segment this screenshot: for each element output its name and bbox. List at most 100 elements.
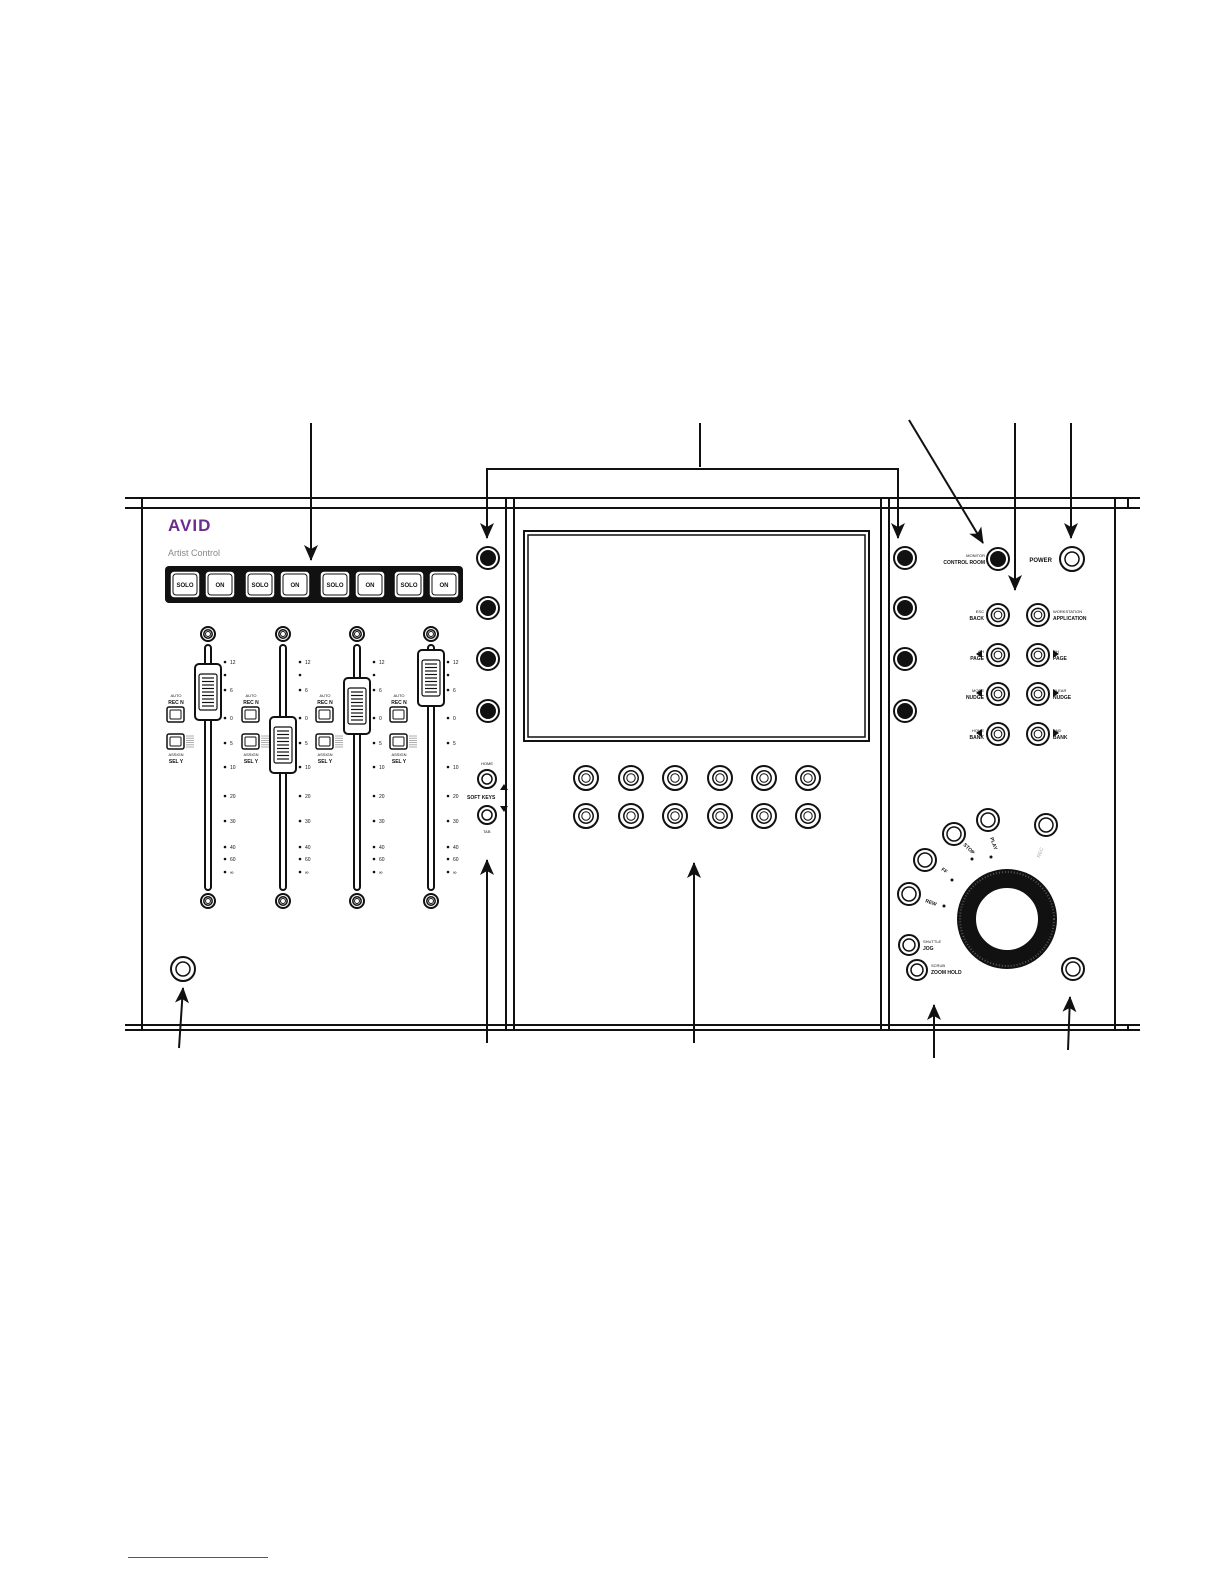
scale-dot [372, 794, 376, 798]
on-button-1[interactable]: ON [204, 570, 236, 599]
scale-dot [298, 870, 302, 874]
fader-top-knob-3[interactable] [349, 626, 365, 642]
nav-left-button-3[interactable] [986, 682, 1010, 706]
power-label: POWER [1029, 558, 1052, 564]
scale-dot [446, 819, 450, 823]
display-right-knob-3[interactable] [893, 647, 917, 671]
scale-dot [372, 870, 376, 874]
stop-button[interactable] [942, 822, 966, 846]
solo-button-1[interactable]: SOLO [169, 570, 201, 599]
fader-top-knob-1[interactable] [200, 626, 216, 642]
fader-cap-3[interactable] [343, 677, 371, 735]
soft-keys-up-button[interactable] [477, 769, 497, 789]
auto-small-label: AUTO [170, 693, 181, 698]
display-left-knob-1[interactable] [476, 546, 500, 570]
fader-cap-2[interactable] [269, 716, 297, 774]
sel-button-4[interactable] [389, 733, 408, 750]
encoder-bottom-5[interactable] [751, 803, 777, 829]
control-room-button[interactable] [986, 547, 1010, 571]
callout-arrow-control-room [908, 419, 984, 544]
rec-button-3[interactable] [315, 706, 334, 723]
scale-dot [372, 765, 376, 769]
fader-bottom-knob-3[interactable] [349, 893, 365, 909]
fader-bottom-knob-1[interactable] [200, 893, 216, 909]
scale-dot [223, 673, 227, 677]
nav-left-button-2[interactable] [986, 643, 1010, 667]
scale-label: 12 [453, 660, 459, 666]
display-left-knob-2[interactable] [476, 596, 500, 620]
solo-button-3[interactable]: SOLO [319, 570, 351, 599]
display-left-knob-3[interactable] [476, 647, 500, 671]
scale-dot [446, 870, 450, 874]
encoder-top-4[interactable] [707, 765, 733, 791]
fader-bottom-knob-4[interactable] [423, 893, 439, 909]
encoder-bottom-4[interactable] [707, 803, 733, 829]
power-button[interactable] [1059, 546, 1085, 572]
nav-right-button-3[interactable] [1026, 682, 1050, 706]
arrow-right-icon [1053, 689, 1059, 697]
encoder-top-2[interactable] [618, 765, 644, 791]
transport-extra-button[interactable] [1061, 957, 1085, 981]
fader-top-knob-4[interactable] [423, 626, 439, 642]
encoder-top-3[interactable] [662, 765, 688, 791]
scale-dot [372, 741, 376, 745]
encoder-top-1[interactable] [573, 765, 599, 791]
solo-label: SOLO [251, 583, 268, 589]
touchscreen[interactable] [523, 530, 870, 742]
fader-cap-1[interactable] [194, 663, 222, 721]
scale-dot [372, 660, 376, 664]
nav-right-small-label: WORKSTATION [1053, 609, 1082, 614]
rew-button[interactable] [897, 882, 921, 906]
rec-button-4[interactable] [389, 706, 408, 723]
display-right-knob-4[interactable] [893, 699, 917, 723]
play-button[interactable] [976, 808, 1000, 832]
on-button-4[interactable]: ON [428, 570, 460, 599]
display-left-knob-4[interactable] [476, 699, 500, 723]
nav-right-button-4[interactable] [1026, 722, 1050, 746]
ff-button[interactable] [913, 848, 937, 872]
encoder-top-6[interactable] [795, 765, 821, 791]
rec-button[interactable] [1034, 813, 1058, 837]
nav-right-small-label: END [1053, 728, 1062, 733]
solo-button-2[interactable]: SOLO [244, 570, 276, 599]
rec-button-2[interactable] [241, 706, 260, 723]
sel-button-3[interactable] [315, 733, 334, 750]
solo-on-bar [165, 566, 463, 603]
shuttle-jog-button[interactable] [898, 934, 920, 956]
solo-button-4[interactable]: SOLO [393, 570, 425, 599]
sel-button-2[interactable] [241, 733, 260, 750]
fader-top-knob-2[interactable] [275, 626, 291, 642]
nav-left-button-4[interactable] [986, 722, 1010, 746]
encoder-bottom-6[interactable] [795, 803, 821, 829]
jog-wheel[interactable] [957, 869, 1057, 969]
bottom-left-knob[interactable] [170, 956, 196, 982]
fader-bottom-knob-2[interactable] [275, 893, 291, 909]
zoom-hold-button[interactable] [906, 959, 928, 981]
encoder-top-5[interactable] [751, 765, 777, 791]
sel-button-1[interactable] [166, 733, 185, 750]
scrub-label: SCRUB [931, 963, 945, 968]
encoder-bottom-1[interactable] [573, 803, 599, 829]
scale-dot [298, 845, 302, 849]
encoder-bottom-2[interactable] [618, 803, 644, 829]
arrow-up-icon [500, 784, 508, 790]
sel-label: SEL Y [244, 759, 259, 765]
scale-dot [372, 716, 376, 720]
display-right-knob-2[interactable] [893, 596, 917, 620]
play-label: PLAY [988, 837, 998, 852]
nav-right-button-1[interactable] [1026, 603, 1050, 627]
scale-label: 5 [379, 741, 382, 747]
fader-cap-4[interactable] [417, 649, 445, 707]
rec-button-1[interactable] [166, 706, 185, 723]
encoder-bottom-3[interactable] [662, 803, 688, 829]
soft-keys-down-button[interactable] [477, 805, 497, 825]
on-button-3[interactable]: ON [354, 570, 386, 599]
scale-label: 12 [305, 660, 311, 666]
scale-label: 20 [379, 794, 385, 800]
nav-right-button-2[interactable] [1026, 643, 1050, 667]
display-right-knob-1[interactable] [893, 546, 917, 570]
on-button-2[interactable]: ON [279, 570, 311, 599]
nav-left-button-1[interactable] [986, 603, 1010, 627]
